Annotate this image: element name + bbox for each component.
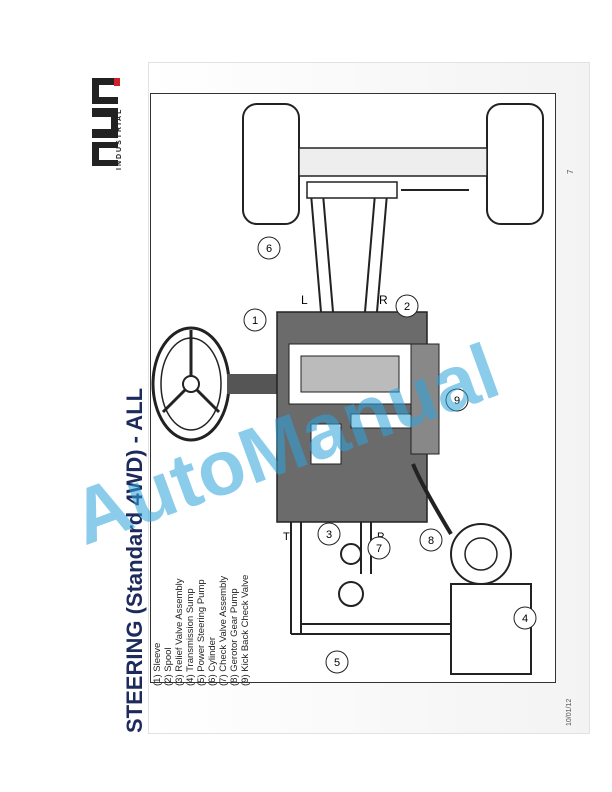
steering-schematic: L R T P 1 xyxy=(151,103,544,675)
cnh-logo xyxy=(92,78,120,166)
legend: (1) Sleeve (2) Spool (3) Relief Valve As… xyxy=(152,575,251,686)
legend-item: (4) Transmission Sump xyxy=(185,588,196,686)
callout-8: 8 xyxy=(428,535,434,547)
steering-wheel xyxy=(151,326,231,442)
callout-9: 9 xyxy=(454,395,460,407)
callout-7: 7 xyxy=(376,543,382,555)
legend-item: (6) Cylinder xyxy=(207,636,218,686)
flow-arrow xyxy=(411,463,453,536)
legend-item: (2) Spool xyxy=(163,647,174,686)
cylinder-lines xyxy=(310,193,388,313)
power-steering-pump xyxy=(338,581,364,607)
logo-text: INDUSTRIAL xyxy=(116,107,123,170)
port-label-r: R xyxy=(379,293,388,307)
callout-1: 1 xyxy=(252,315,258,327)
steering-column xyxy=(227,374,277,394)
steering-diagram: L R T P 1 xyxy=(150,93,556,683)
port-label-t: T xyxy=(283,531,290,543)
callout-6: 6 xyxy=(266,243,272,255)
callout-4: 4 xyxy=(522,613,528,625)
legend-item: (3) Relief Valve Assembly xyxy=(174,578,185,686)
callout-5: 5 xyxy=(334,657,340,669)
hydraulic-lines xyxy=(290,522,451,635)
control-valve xyxy=(276,311,440,523)
callout-3: 3 xyxy=(326,529,332,541)
check-valve xyxy=(340,543,362,565)
port-label-l: L xyxy=(301,293,308,307)
legend-item: (8) Gerotor Gear Pump xyxy=(229,588,240,686)
page-number: 7 xyxy=(566,169,575,174)
transmission-sump xyxy=(450,583,532,675)
axle-assembly xyxy=(242,103,544,225)
legend-item: (7) Check Valve Assembly xyxy=(218,575,229,686)
legend-item: (5) Power Steering Pump xyxy=(196,579,207,686)
callout-2: 2 xyxy=(404,301,410,313)
slide-title: STEERING (Standard 4WD) - ALL xyxy=(122,387,147,733)
legend-item: (1) Sleeve xyxy=(152,642,163,686)
legend-item: (9) Kick Back Check Valve xyxy=(240,574,251,686)
slide-date: 10/01/12 xyxy=(566,698,573,726)
